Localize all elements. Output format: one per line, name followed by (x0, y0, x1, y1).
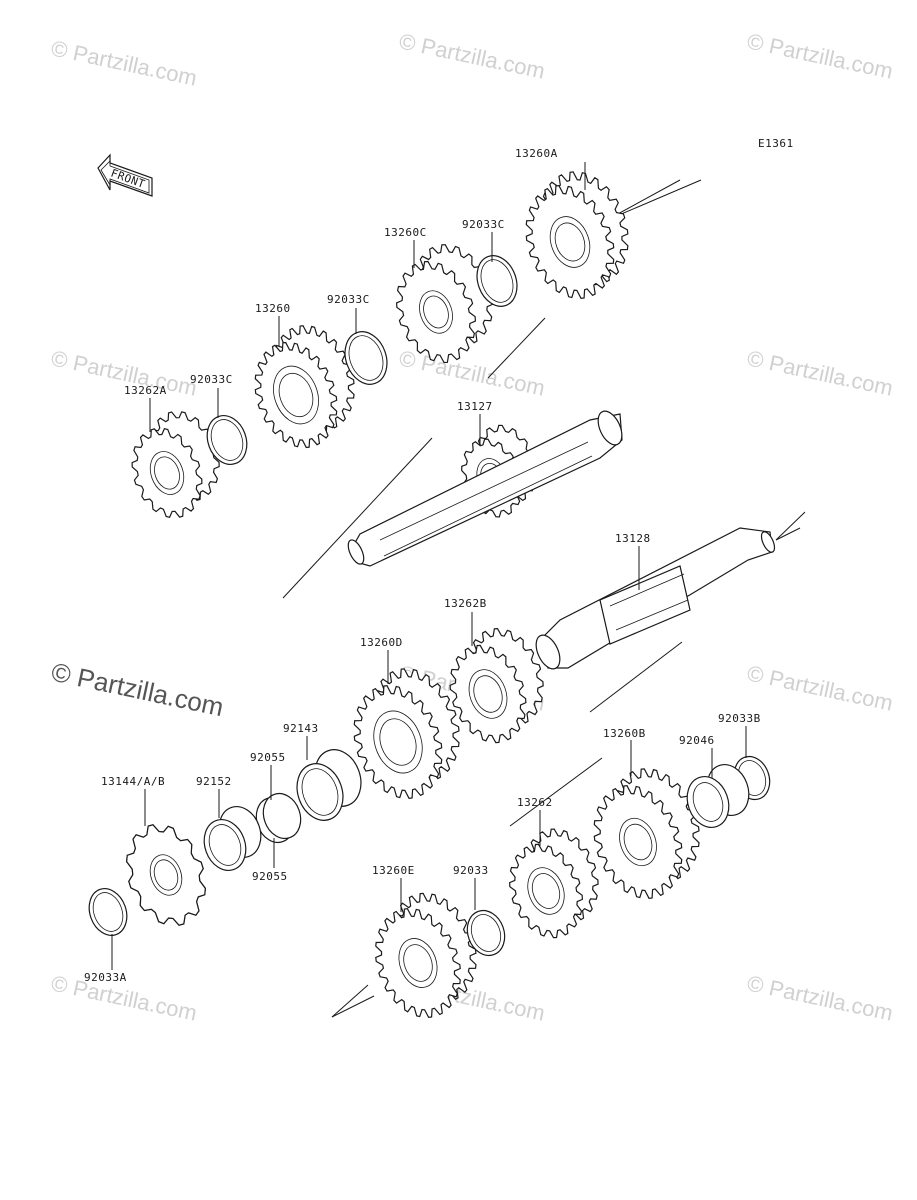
gear-13260A (525, 171, 629, 299)
watermark: © Partzilla.com (745, 28, 895, 83)
part-label: 13260E (372, 864, 415, 877)
gear-13260C (396, 244, 494, 364)
part-label: 13144/A/B (101, 775, 165, 788)
part-label: 92033B (718, 712, 761, 725)
gear-13260 (254, 325, 355, 449)
part-labels: 13260A 92033C 13260C 92033C 13260 92033C… (84, 147, 761, 984)
gear-13260B (593, 768, 700, 899)
part-label: 92055 (252, 870, 288, 883)
front-arrow-icon: FRONT (97, 153, 153, 197)
part-label: 92033C (190, 373, 233, 386)
ring-92033A (88, 888, 128, 936)
part-label: 92033C (462, 218, 505, 231)
watermark: © Partzilla.com (397, 28, 547, 83)
ring-92033C-b (344, 331, 388, 385)
part-label: 92033A (84, 971, 127, 984)
part-label: 13262B (444, 597, 487, 610)
ring-92033C-a (476, 255, 518, 307)
watermark: © Partzilla.com (49, 35, 199, 90)
part-label: 92046 (679, 734, 715, 747)
watermark-main: © Partzilla.com (49, 657, 227, 723)
part-label: 13260B (603, 727, 646, 740)
part-label: 13128 (615, 532, 651, 545)
part-label: 13260A (515, 147, 558, 160)
bearing-92046 (686, 764, 750, 828)
part-label: 13260D (360, 636, 403, 649)
sprocket-13144 (126, 824, 206, 926)
part-label: 13260 (255, 302, 291, 315)
bushing-92143 (296, 749, 362, 821)
diagram-code: E1361 (758, 137, 794, 150)
watermark: © Partzilla.com (397, 345, 547, 400)
part-label: 13262 (517, 796, 553, 809)
gear-13262A (131, 411, 220, 518)
gear-drawings (126, 171, 700, 1018)
gear-13262 (509, 828, 599, 939)
part-label: 92143 (283, 722, 319, 735)
gear-13260D (353, 668, 460, 799)
part-label: 13127 (457, 400, 493, 413)
label-leaders (111, 162, 747, 970)
part-label: 92055 (250, 751, 286, 764)
part-label: 13260C (384, 226, 427, 239)
watermark: © Partzilla.com (745, 345, 895, 400)
shaft-13127-drawing (347, 410, 623, 567)
watermark: © Partzilla.com (745, 970, 895, 1025)
shaft-13128-drawing (535, 527, 776, 670)
gear-13260E (375, 892, 477, 1018)
part-label: 92152 (196, 775, 232, 788)
watermark: © Partzilla.com (745, 660, 895, 715)
part-label: 92033C (327, 293, 370, 306)
part-label: 13262A (124, 384, 167, 397)
ring-92055 (255, 792, 302, 844)
gear-13262B (449, 627, 544, 744)
ring-92033 (466, 909, 506, 957)
part-label: 92033 (453, 864, 489, 877)
bushing-92152 (203, 806, 262, 871)
